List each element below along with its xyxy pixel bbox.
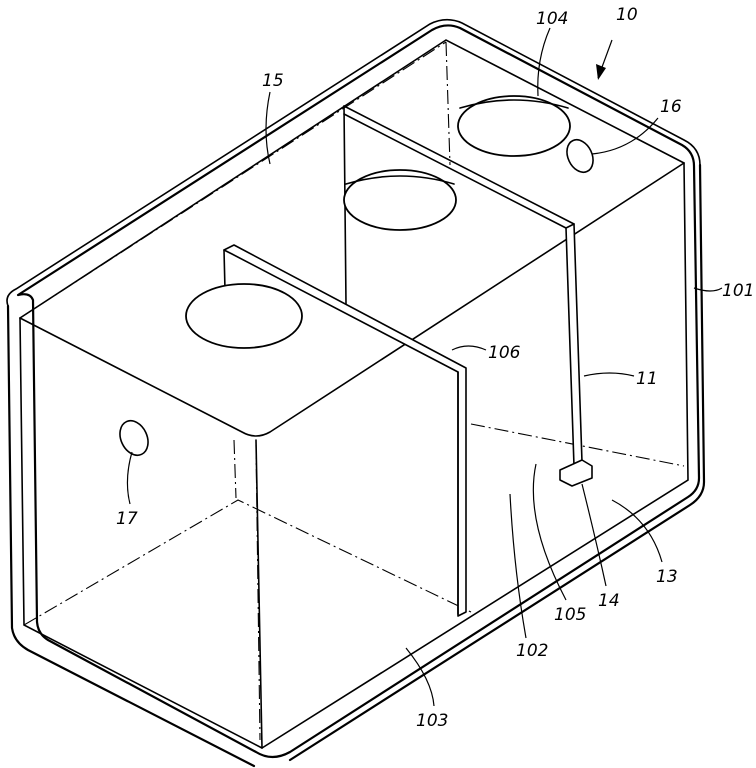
label-102: 102 xyxy=(516,641,548,661)
label-101: 101 xyxy=(722,281,754,301)
label-16: 16 xyxy=(660,97,682,117)
leader-105 xyxy=(532,463,567,601)
hidden-bottom-back xyxy=(23,499,472,626)
opening-16 xyxy=(566,138,594,174)
label-105: 105 xyxy=(554,605,586,625)
label-11: 11 xyxy=(636,369,658,389)
leader-11 xyxy=(583,372,635,377)
leader-17 xyxy=(126,451,133,505)
top-rim-outer xyxy=(6,18,701,307)
rod xyxy=(565,223,583,467)
hidden-back-top-left xyxy=(19,41,447,319)
back-divider-top-2 xyxy=(343,113,567,229)
leader-104 xyxy=(537,27,551,97)
hidden-back-vertical xyxy=(445,41,451,166)
leader-102 xyxy=(509,493,527,639)
back-divider-top xyxy=(343,105,575,225)
leader-13 xyxy=(611,499,663,563)
box-outline xyxy=(16,24,701,759)
leader-103 xyxy=(405,647,435,707)
label-103: 103 xyxy=(416,711,448,731)
front-left-inner xyxy=(19,317,263,749)
leader-16 xyxy=(591,117,659,155)
hidden-left-interior xyxy=(233,439,237,499)
hole-middle-wall xyxy=(345,175,455,185)
hole-back-wall xyxy=(459,99,569,109)
hole-front xyxy=(185,283,303,349)
right-corner-edge xyxy=(261,162,689,749)
leader-15 xyxy=(265,91,271,165)
hidden-front-edge xyxy=(255,444,261,741)
leader-106 xyxy=(451,345,487,351)
label-17: 17 xyxy=(116,509,138,529)
leader-14 xyxy=(581,483,607,587)
label-10: 10 xyxy=(616,5,638,25)
leader-10-arrow xyxy=(596,64,606,80)
front-left-edge xyxy=(6,304,256,768)
label-104: 104 xyxy=(536,9,568,29)
top-face-edge-right xyxy=(19,39,685,319)
rod-foot xyxy=(559,459,593,487)
hole-back xyxy=(457,95,571,157)
leader-101 xyxy=(693,287,723,292)
divider-panel-106 xyxy=(223,244,467,617)
label-13: 13 xyxy=(656,567,678,587)
top-face-edge xyxy=(19,162,685,437)
label-106: 106 xyxy=(488,343,521,363)
right-outer-edge xyxy=(288,163,706,762)
label-14: 14 xyxy=(598,591,620,611)
front-corner-edge xyxy=(255,439,263,749)
label-15: 15 xyxy=(262,71,284,91)
opening-17 xyxy=(119,419,149,457)
hole-middle xyxy=(343,169,457,231)
